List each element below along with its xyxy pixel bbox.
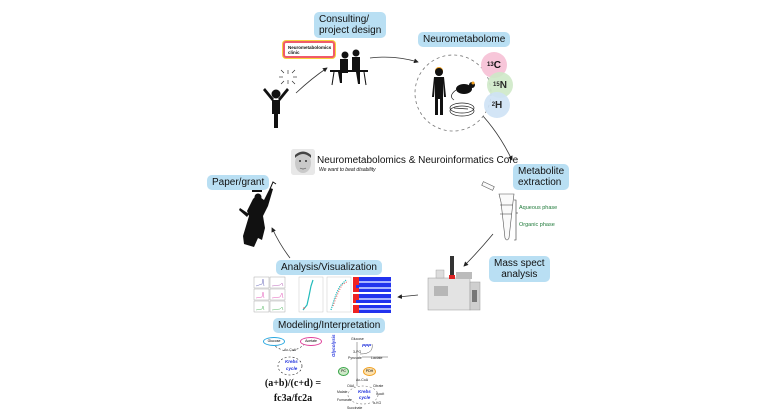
isotope-15n-element: N (499, 79, 507, 91)
paper-grant-label: Paper/grant (207, 175, 270, 190)
lightbulb-spark-icon (279, 69, 297, 85)
3pg-label: 3-PG (353, 350, 362, 354)
oaa-label: OAA (347, 384, 355, 388)
idea-person-icon (263, 88, 289, 128)
modeling-label-text: Modeling/Interpretation (278, 320, 381, 331)
analysis-thumbnails (253, 276, 391, 313)
mass-spectrometer-icon (427, 256, 481, 311)
analysis-visualization-label: Analysis/Visualization (276, 260, 382, 275)
petri-dish-icon (449, 102, 475, 117)
glucose-node: Glucose (263, 337, 285, 346)
graduate-silhouette-icon (239, 181, 277, 247)
krebs-label-left-2: cycle (286, 366, 298, 371)
consulting-label-line1: Consulting/ (319, 14, 370, 25)
mass-spec-label-line2: analysis (501, 269, 538, 280)
akg-label: α-KG (373, 401, 382, 405)
krebs-label-right-1: Krebs (358, 389, 371, 394)
modeling-interpretation-label: Modeling/Interpretation (273, 318, 386, 333)
citrate-label: Citrate (373, 384, 384, 388)
arrow-extraction-to-mass-spec (463, 233, 494, 267)
isotope-2h-mass: 2 (491, 102, 496, 108)
arrow-mass-spec-to-analysis (397, 294, 419, 299)
isocit-label: Isocit (376, 392, 385, 396)
arrow-person-to-consulting (295, 67, 328, 94)
arrow-analysis-to-paper (271, 227, 291, 259)
model-right-network (347, 342, 388, 405)
core-director-photo (291, 149, 315, 175)
malate-label: Malate (337, 390, 348, 394)
line-plot-grid-thumbnail (253, 276, 286, 313)
paper-label-text: Paper/grant (212, 177, 265, 188)
pc-node: PC (338, 367, 349, 376)
dot-plot-thumbnail-2 (326, 276, 352, 313)
neurometabolome-label: Neurometabolome (418, 32, 511, 47)
formula-line2: fc3a/fc2a (273, 393, 313, 404)
krebs-label-right-2: cycle (359, 395, 371, 400)
analysis-label-text: Analysis/Visualization (281, 262, 377, 273)
human-silhouette-icon (432, 67, 446, 115)
isotope-13c-mass: 13 (487, 62, 494, 68)
dot-plot-thumbnail-1 (298, 276, 324, 313)
formula-line1: (a+b)/(c+d) = (264, 378, 322, 389)
glucose-label-right: Glucose (351, 337, 364, 341)
metabolite-label-line1: Metabolite (518, 166, 565, 177)
consulting-people-icon (330, 49, 368, 86)
ppp-label: PPP (362, 343, 372, 348)
isotope-13c-element: C (493, 59, 501, 71)
acetate-node: Acetate (300, 337, 322, 346)
face-portrait-icon (291, 149, 315, 175)
clinic-sign-line1: Neurometabolomics (288, 45, 332, 50)
neurometabolome-label-text: Neurometabolome (423, 34, 506, 45)
glycolysis-label: Glycolysis (331, 334, 336, 357)
arrow-consulting-to-neurometabolome (369, 56, 419, 64)
clinic-sign-line2: clinic (288, 50, 300, 55)
metabolite-label-line2: extraction (518, 177, 562, 188)
phase-bracket (514, 199, 518, 241)
rat-icon (451, 81, 475, 101)
mass-spec-label-line1: Mass spect (494, 258, 545, 269)
succinate-label: Succinate (347, 406, 363, 410)
tube-icon (481, 181, 515, 241)
consulting-label: Consulting/ project design (314, 12, 387, 38)
core-title: Neurometabolomics & Neuroinformatics Cor… (317, 155, 519, 166)
isotope-2h-element: H (495, 99, 503, 111)
aqueous-phase-label: Aqueous phase (519, 205, 558, 211)
fumarate-label: Fumarate (337, 398, 352, 402)
heatmap-thumbnail (353, 277, 391, 313)
isotope-15n-mass: 15 (493, 82, 500, 88)
organic-phase-label: Organic phase (519, 222, 555, 228)
consulting-label-line2: project design (319, 25, 382, 36)
krebs-label-left-1: Krebs (285, 359, 298, 364)
pdh-node: PDH (363, 367, 376, 376)
arrow-neurometabolome-to-extraction (482, 115, 513, 161)
acetyl-coa-right-label: Ac-CoA (356, 378, 369, 382)
lactate-label: Lactate (371, 356, 383, 360)
acetyl-coa-label: Ac-CoA (284, 348, 297, 352)
pyruvate-label: Pyruvate (348, 356, 362, 360)
metabolite-extraction-label: Metabolite extraction (513, 164, 570, 190)
core-tagline: We want to beat disability (319, 167, 376, 173)
clinic-sign: Neurometabolomics clinic (283, 41, 335, 58)
mass-spec-label: Mass spect analysis (489, 256, 550, 282)
